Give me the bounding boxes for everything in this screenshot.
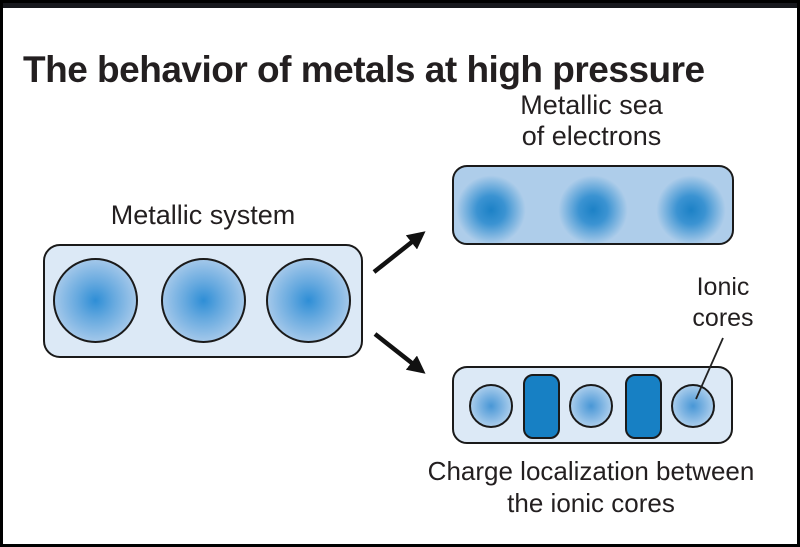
caption-line2: the ionic cores bbox=[507, 488, 675, 518]
metallic-sea-box bbox=[452, 165, 734, 246]
metallic-sea-label-line2: of electrons bbox=[521, 121, 662, 151]
ionic-cores-label: Ionic cores bbox=[678, 272, 768, 334]
arrow-to-metallic-sea-icon bbox=[372, 231, 426, 274]
atom-circle bbox=[161, 258, 246, 343]
metallic-sea-label-line1: Metallic sea bbox=[520, 90, 663, 120]
electron-cloud bbox=[455, 174, 527, 246]
localized-charge-rect bbox=[523, 374, 560, 439]
ionic-core-circle bbox=[569, 384, 613, 428]
top-accent-bar bbox=[3, 3, 797, 8]
metallic-system-label: Metallic system bbox=[58, 200, 348, 231]
charge-localization-box bbox=[452, 366, 733, 444]
electron-cloud bbox=[557, 174, 629, 246]
metallic-system-label-text: Metallic system bbox=[110, 200, 296, 230]
ionic-cores-label-line2: cores bbox=[692, 304, 754, 332]
atom-circle bbox=[53, 258, 138, 343]
ionic-core-circle bbox=[671, 384, 715, 428]
ionic-core-circle bbox=[469, 384, 513, 428]
electron-cloud bbox=[655, 174, 727, 246]
ionic-cores-label-line1: Ionic bbox=[696, 273, 750, 301]
charge-localization-caption: Charge localization between the ionic co… bbox=[400, 455, 782, 519]
page-title: The behavior of metals at high pressure bbox=[23, 48, 705, 90]
metallic-system-box bbox=[43, 244, 363, 358]
metallic-sea-label: Metallic sea of electrons bbox=[449, 90, 734, 152]
arrow-to-charge-localization-icon bbox=[373, 332, 426, 374]
atom-circle bbox=[266, 258, 351, 343]
caption-line1: Charge localization between bbox=[427, 456, 755, 486]
localized-charge-rect bbox=[625, 374, 662, 439]
